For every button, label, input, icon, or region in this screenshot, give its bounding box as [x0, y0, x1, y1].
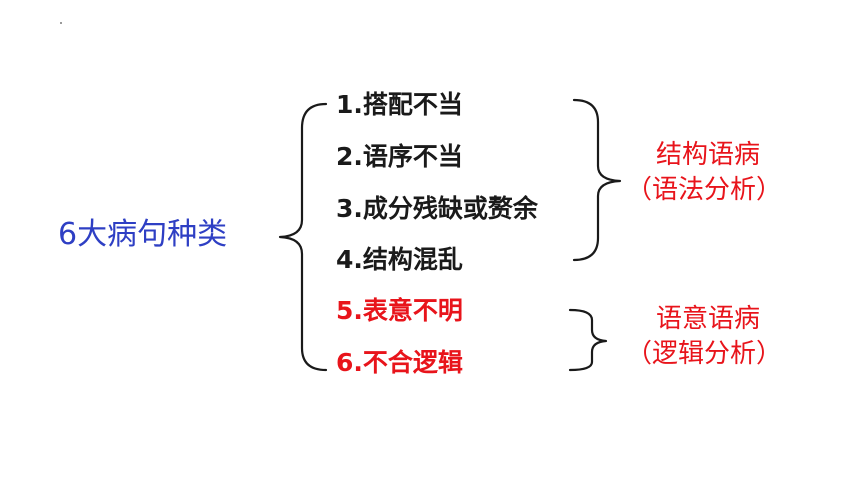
- category-item-6: 6.不合逻辑: [336, 348, 463, 377]
- group-semantic-title: 语意语病: [656, 304, 761, 334]
- group-structural-subtitle: （语法分析）: [626, 175, 783, 205]
- main-title: 6大病句种类: [58, 217, 228, 252]
- category-item-2: 2.语序不当: [336, 142, 463, 171]
- corner-dot: [60, 22, 62, 24]
- left-brace: [278, 102, 328, 372]
- right-brace-structural: [572, 98, 622, 262]
- category-item-5: 5.表意不明: [336, 296, 463, 325]
- group-semantic-subtitle: （逻辑分析）: [626, 339, 783, 369]
- category-item-1: 1.搭配不当: [336, 90, 463, 119]
- category-item-3: 3.成分残缺或赘余: [336, 194, 538, 223]
- right-brace-semantic: [568, 308, 608, 372]
- group-structural-title: 结构语病: [656, 140, 761, 170]
- category-item-4: 4.结构混乱: [336, 245, 463, 274]
